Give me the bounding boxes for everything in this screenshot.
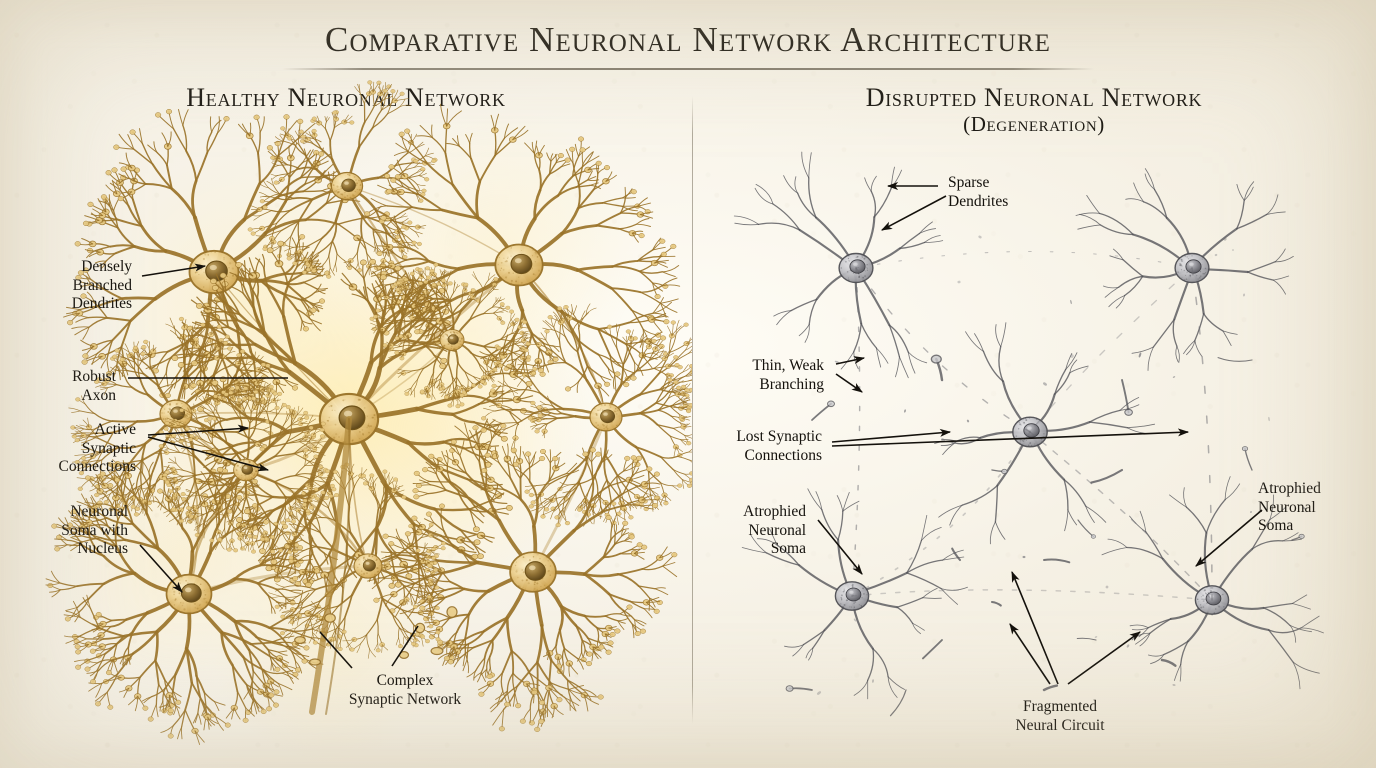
label-sparse-dendrites: Sparse Dendrites: [948, 174, 1009, 210]
label-lost-synaptic-connections: Lost Synaptic Connections: [736, 428, 822, 464]
label-atrophied-neuronal-soma-right: Atrophied Neuronal Soma: [1258, 480, 1321, 535]
panel-subheading-degeneration: (Degeneration): [963, 112, 1105, 136]
title-underline-rule: [282, 68, 1094, 70]
disrupted-neuron-artwork: [733, 151, 1324, 717]
page-title: Comparative Neuronal Network Architectur…: [325, 20, 1051, 59]
healthy-neuron-artwork: [45, 80, 692, 760]
panel-disrupted-network: [692, 0, 1376, 768]
panel-divider: [692, 96, 693, 724]
panel-heading-healthy: Healthy Neuronal Network: [186, 83, 506, 112]
label-atrophied-neuronal-soma-left: Atrophied Neuronal Soma: [743, 503, 806, 558]
label-densely-branched-dendrites: Densely Branched Dendrites: [71, 258, 132, 313]
label-complex-synaptic-network: Complex Synaptic Network: [348, 672, 462, 708]
label-thin-weak-branching: Thin, Weak Branching: [752, 357, 824, 393]
label-robust-axon: Robust Axon: [72, 368, 116, 404]
panel-heading-disrupted: Disrupted Neuronal Network: [865, 83, 1203, 112]
label-active-synaptic-connections: Active Synaptic Connections: [58, 421, 137, 476]
label-fragmented-neural-circuit: Fragmented Neural Circuit: [1015, 698, 1105, 734]
label-neuronal-soma-with-nucleus: Neuronal Soma with Nucleus: [61, 503, 128, 558]
